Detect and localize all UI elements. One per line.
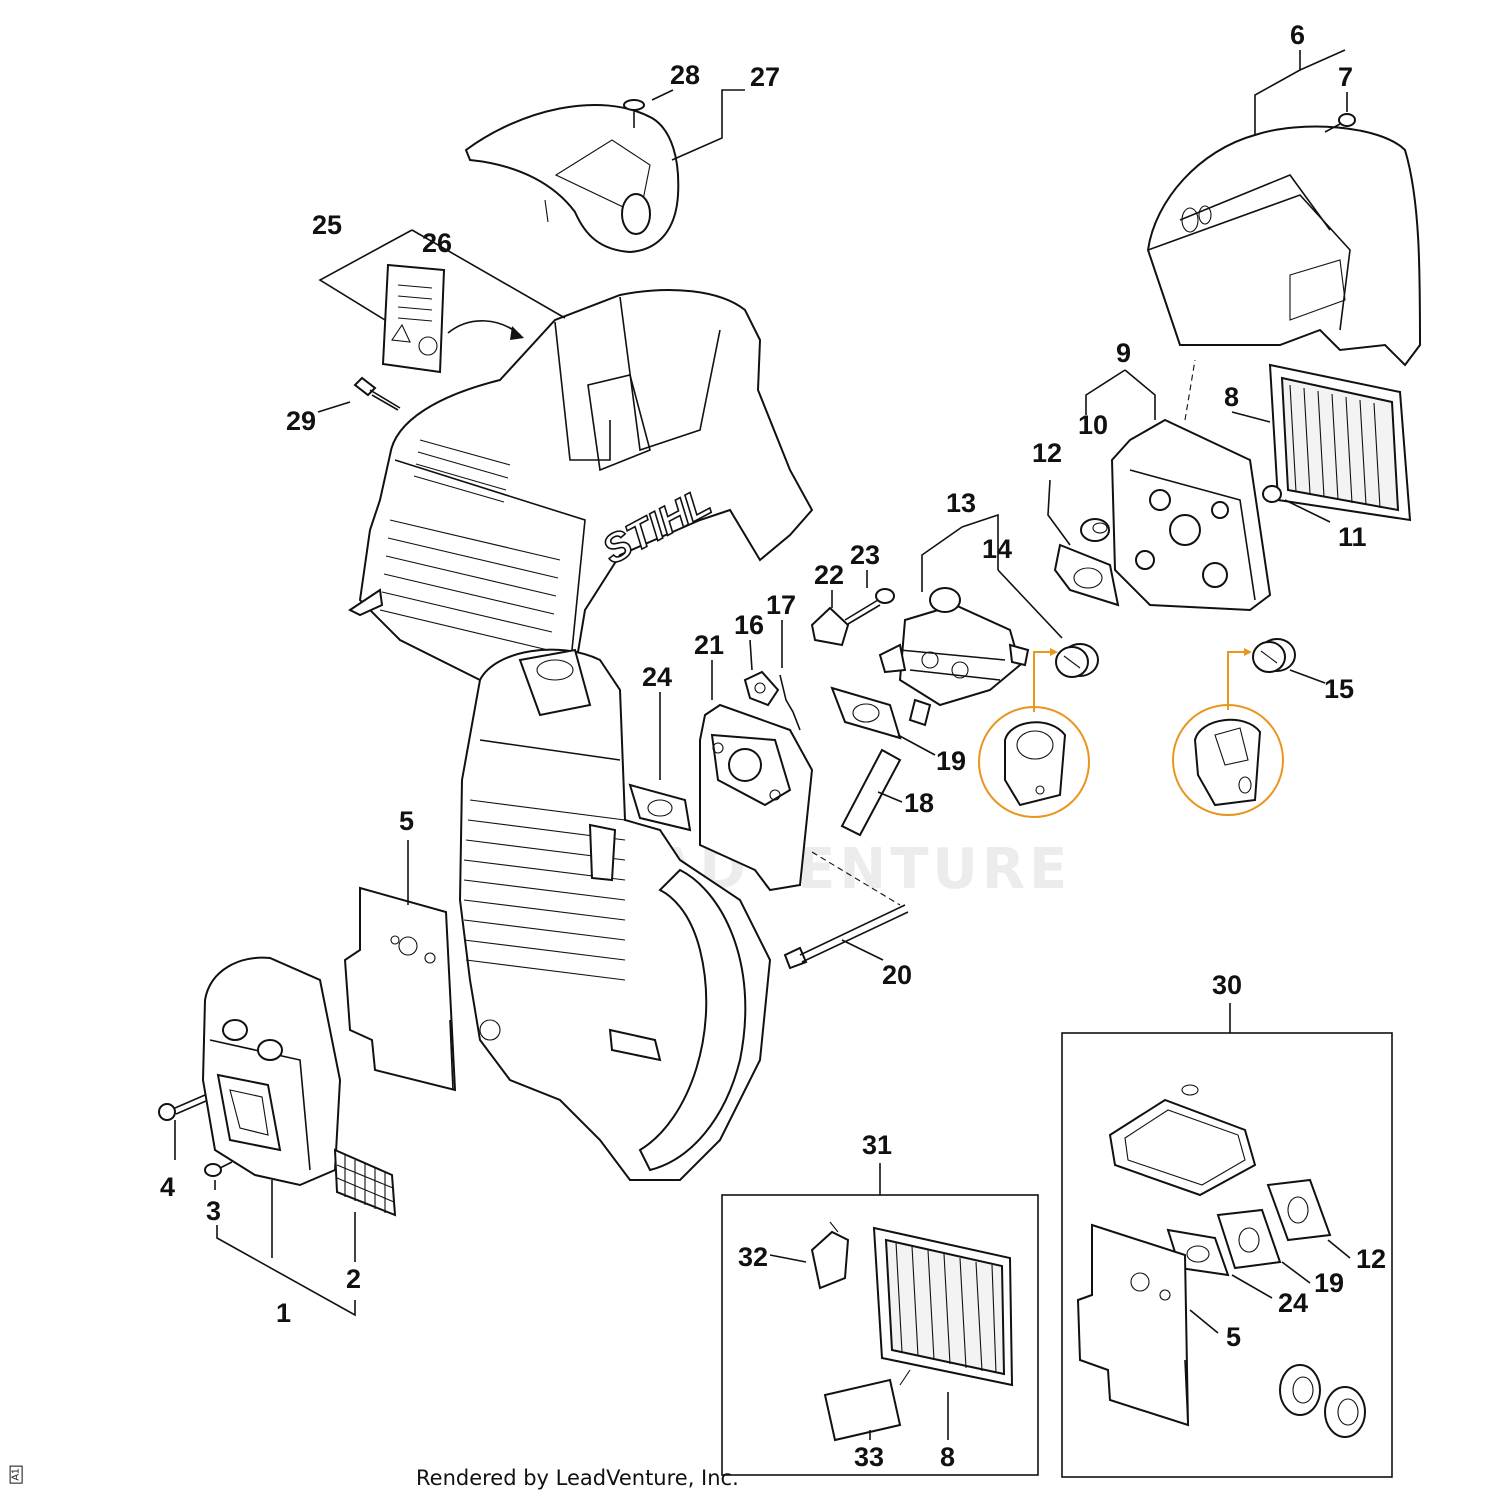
part-spring-17 bbox=[779, 674, 801, 731]
leader-lines bbox=[174, 49, 1351, 1440]
callout-7: 7 bbox=[1338, 62, 1353, 92]
callout-24: 24 bbox=[642, 662, 672, 692]
callout-8-kit: 8 bbox=[940, 1442, 955, 1472]
revision-mark: A1 bbox=[9, 1465, 23, 1484]
part-screw-4 bbox=[158, 1094, 207, 1121]
part-intake-flange bbox=[699, 703, 814, 892]
callout-19: 19 bbox=[936, 746, 966, 776]
kit-box-30 bbox=[1061, 1032, 1393, 1478]
callout-11: 11 bbox=[1338, 522, 1367, 552]
callout-16: 16 bbox=[734, 610, 764, 640]
callout-2: 2 bbox=[346, 1264, 361, 1294]
callout-25: 25 bbox=[312, 210, 342, 240]
callout-numbers: 1 2 3 4 5 6 7 8 9 10 11 12 13 14 15 16 1… bbox=[160, 20, 1386, 1472]
footer-credit: Rendered by LeadVenture, Inc. bbox=[416, 1466, 739, 1490]
part-warning-label bbox=[381, 263, 524, 374]
part-nut-10 bbox=[1080, 518, 1110, 542]
callout-1: 1 bbox=[276, 1298, 291, 1328]
callout-20: 20 bbox=[882, 960, 912, 990]
part-gasket-19 bbox=[830, 686, 902, 740]
callout-12-kit: 12 bbox=[1356, 1244, 1386, 1274]
part-screw-29 bbox=[353, 376, 401, 411]
callout-12: 12 bbox=[1032, 438, 1062, 468]
callout-8: 8 bbox=[1224, 382, 1239, 412]
callout-15: 15 bbox=[1324, 674, 1354, 704]
part-heat-shield-5 bbox=[343, 886, 457, 1092]
part-bracket-22 bbox=[810, 606, 850, 647]
callout-5: 5 bbox=[399, 806, 414, 836]
callout-32: 32 bbox=[738, 1242, 768, 1272]
callout-23: 23 bbox=[850, 540, 880, 570]
part-screw-7 bbox=[1324, 113, 1356, 133]
highlight-detail-14 bbox=[978, 648, 1090, 818]
callout-13: 13 bbox=[946, 488, 976, 518]
callout-27: 27 bbox=[750, 62, 780, 92]
callout-10: 10 bbox=[1078, 410, 1108, 440]
callout-4: 4 bbox=[160, 1172, 175, 1202]
part-screw-3 bbox=[204, 1161, 233, 1177]
part-bolt-20 bbox=[783, 851, 909, 970]
callout-17: 17 bbox=[766, 590, 796, 620]
part-gasket-24 bbox=[628, 783, 692, 832]
callout-29: 29 bbox=[286, 406, 316, 436]
part-filter-base bbox=[1110, 359, 1272, 612]
part-impulse-hose-18 bbox=[840, 748, 902, 837]
part-filter-cover bbox=[1146, 125, 1422, 367]
kit-box-31 bbox=[721, 1194, 1039, 1476]
part-knob-15 bbox=[1252, 638, 1296, 673]
part-cylinder bbox=[458, 648, 772, 1181]
callout-19-kit: 19 bbox=[1314, 1268, 1344, 1298]
callout-28: 28 bbox=[670, 60, 700, 90]
part-air-filter bbox=[1268, 363, 1412, 522]
part-nut-11 bbox=[1262, 485, 1282, 503]
callout-21: 21 bbox=[694, 630, 724, 660]
part-screw-23 bbox=[844, 588, 895, 625]
part-screw-28 bbox=[623, 99, 645, 128]
part-spark-screen-2 bbox=[333, 1148, 397, 1217]
callout-30: 30 bbox=[1212, 970, 1242, 1000]
callout-31: 31 bbox=[862, 1130, 892, 1160]
callout-18: 18 bbox=[904, 788, 934, 818]
callout-3: 3 bbox=[206, 1196, 221, 1226]
highlight-detail-15 bbox=[1172, 648, 1284, 816]
callout-14: 14 bbox=[982, 534, 1012, 564]
part-gasket-12 bbox=[1053, 543, 1120, 607]
callout-33: 33 bbox=[854, 1442, 884, 1472]
callout-9: 9 bbox=[1116, 338, 1131, 368]
callout-24-kit: 24 bbox=[1278, 1288, 1308, 1318]
part-muffler-1 bbox=[201, 956, 342, 1187]
callout-22: 22 bbox=[814, 560, 844, 590]
part-knob-14 bbox=[1055, 643, 1099, 678]
callout-26: 26 bbox=[422, 228, 452, 258]
part-carburetor bbox=[878, 587, 1030, 727]
callout-6: 6 bbox=[1290, 20, 1305, 50]
callout-5-kit: 5 bbox=[1226, 1322, 1241, 1352]
part-top-cover bbox=[464, 103, 680, 254]
part-lever-16 bbox=[743, 670, 780, 707]
